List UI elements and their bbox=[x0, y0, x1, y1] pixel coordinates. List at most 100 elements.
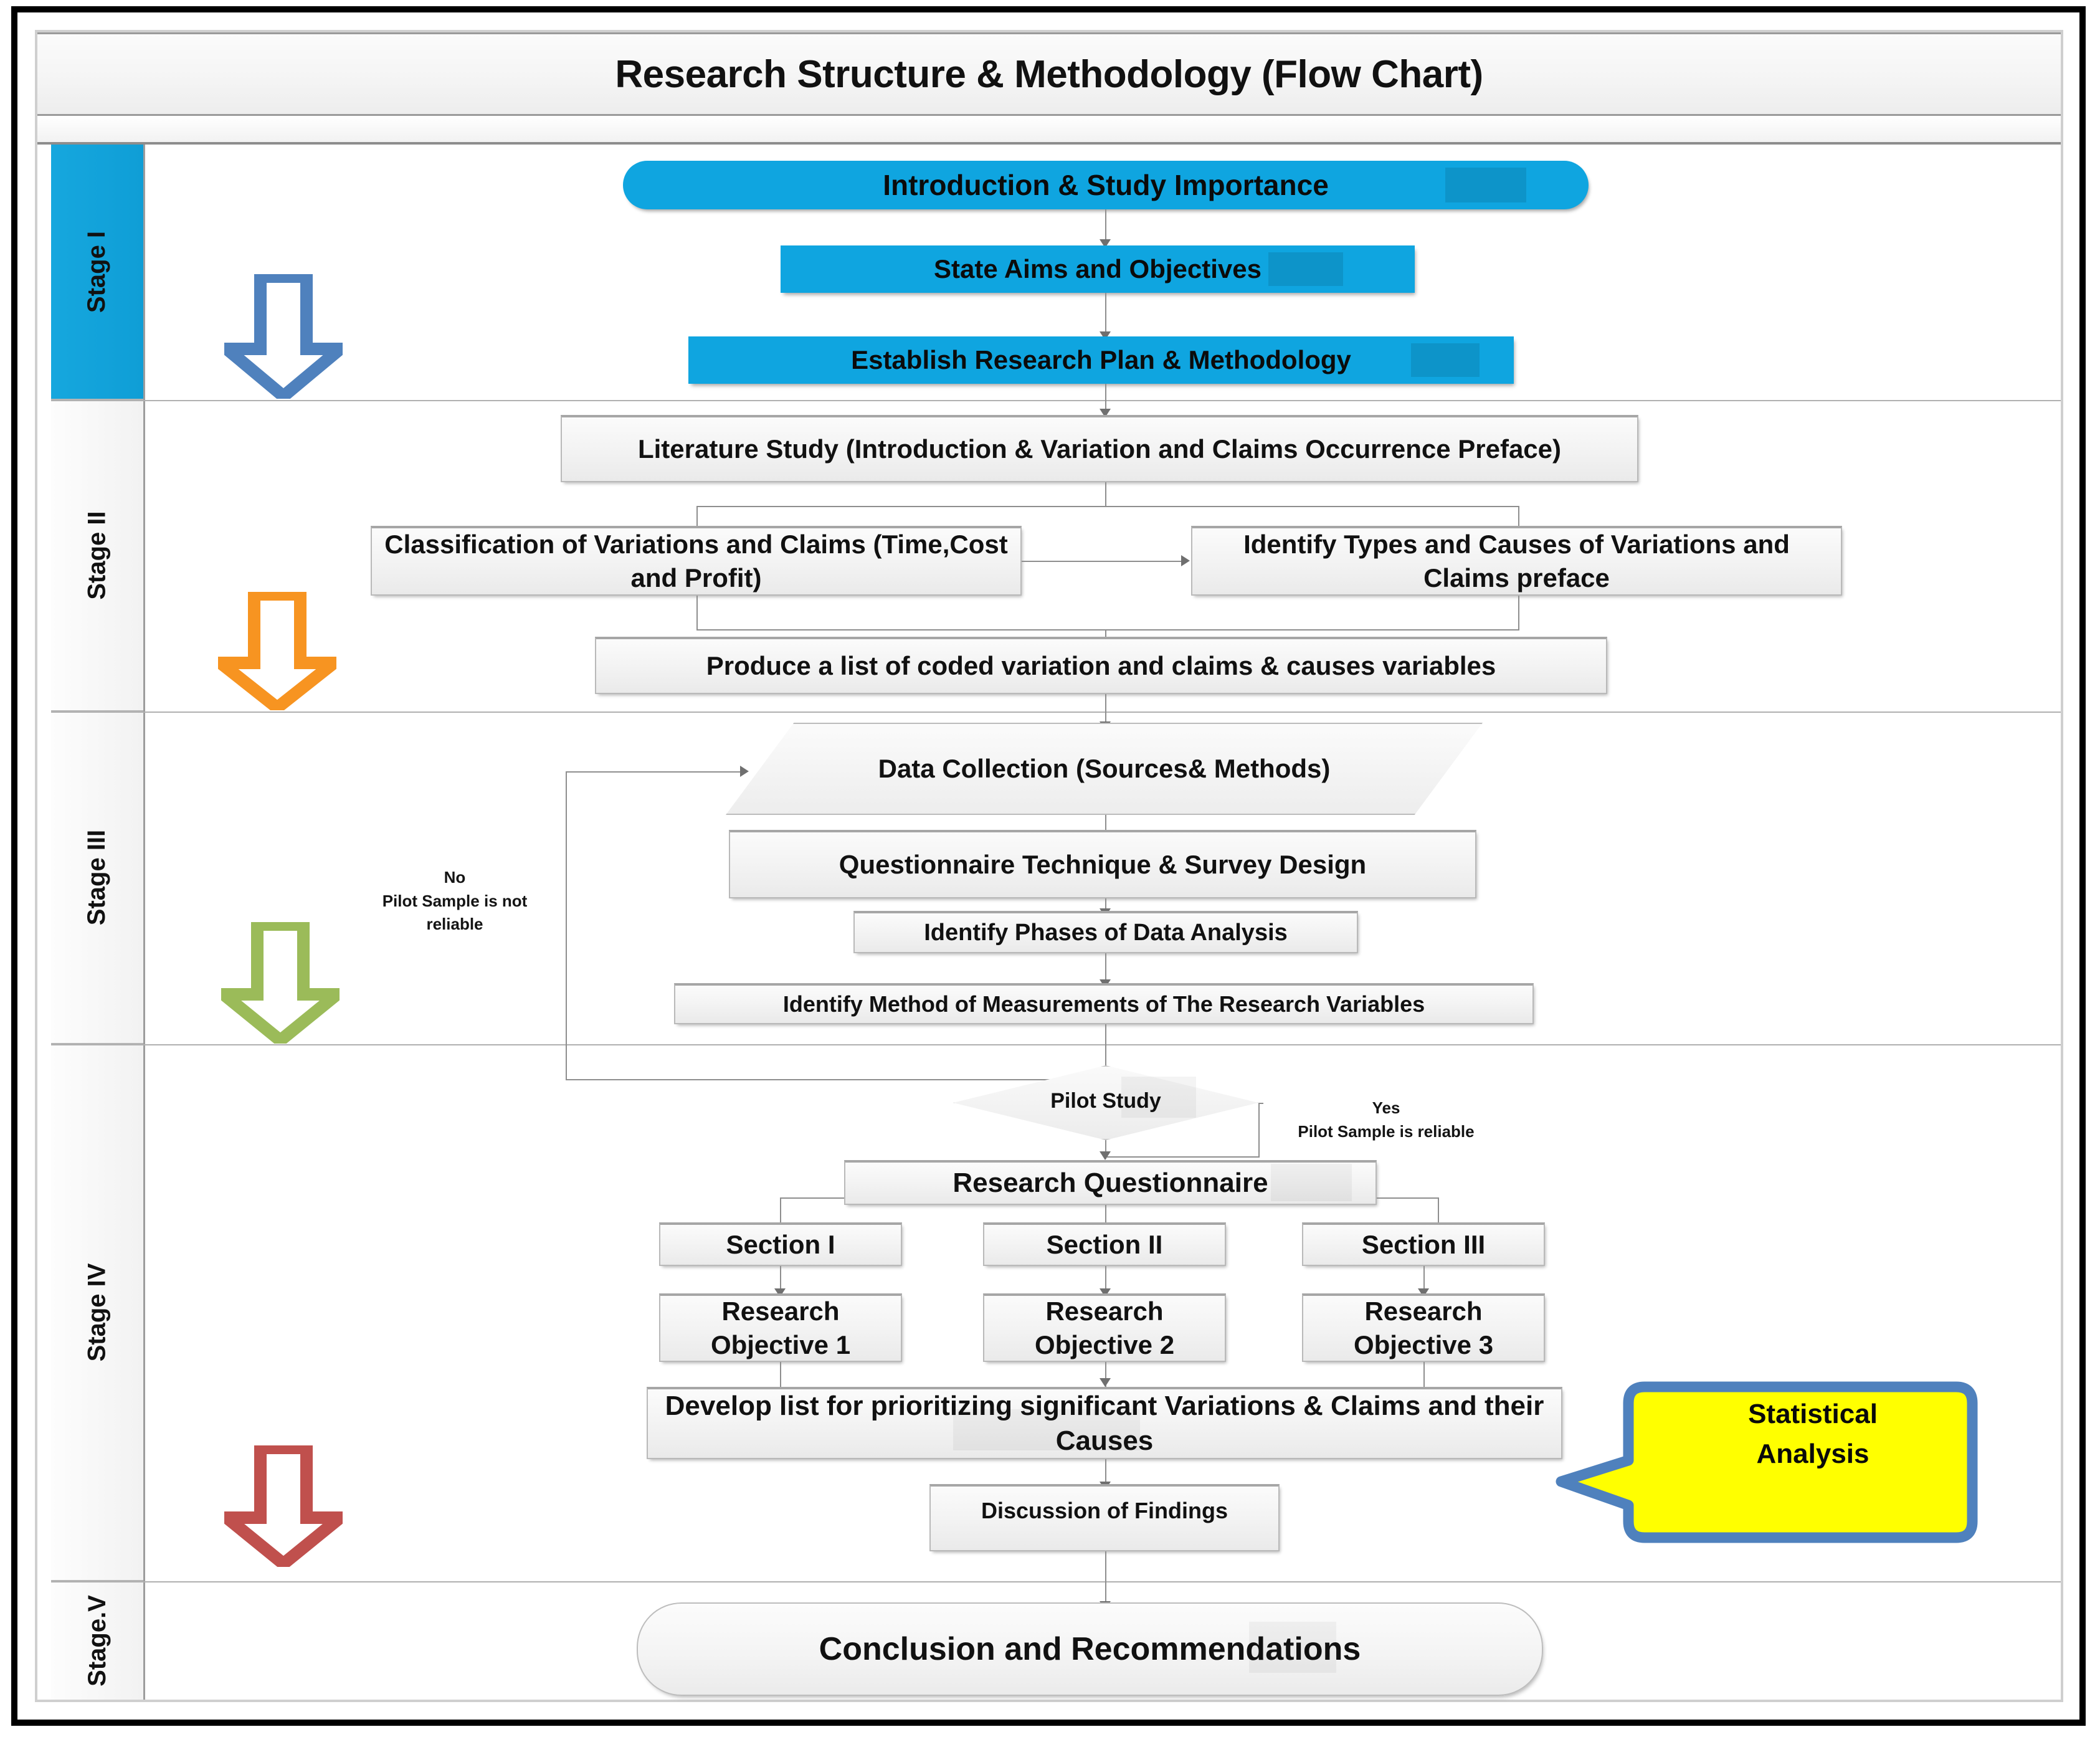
title-underband bbox=[37, 116, 2061, 145]
node-label: Research Questionnaire bbox=[953, 1167, 1268, 1198]
arrowhead-icon bbox=[740, 766, 749, 777]
node-data-collection[interactable]: Data Collection (Sources& Methods) bbox=[726, 723, 1483, 815]
stage-label-text: Stage III bbox=[83, 829, 111, 925]
stage-label-text: Stage I bbox=[83, 231, 111, 313]
node-label: Develop list for prioritizing significan… bbox=[665, 1390, 1544, 1456]
node-literature-study[interactable]: Literature Study (Introduction & Variati… bbox=[561, 415, 1638, 482]
node-label: Pilot Study bbox=[1050, 1089, 1161, 1113]
node-label: Literature Study (Introduction & Variati… bbox=[637, 434, 1562, 464]
connector-yes-down bbox=[1258, 1103, 1260, 1158]
connector-class-down bbox=[696, 596, 698, 631]
node-objective-3[interactable]: Research Objective 3 bbox=[1302, 1293, 1545, 1362]
node-label: Research Objective 1 bbox=[710, 1297, 851, 1359]
connector-coded-to-data bbox=[1105, 694, 1106, 724]
connector-lit-left-drop bbox=[696, 506, 698, 533]
node-discussion-of-findings[interactable]: Discussion of Findings bbox=[929, 1484, 1280, 1551]
stage-label-text: Stage IV bbox=[83, 1263, 111, 1361]
node-objective-2[interactable]: Research Objective 2 bbox=[983, 1293, 1226, 1362]
stage-label-text: Stage II bbox=[83, 510, 111, 600]
node-label: Introduction & Study Importance bbox=[883, 168, 1329, 201]
connector-aims-to-plan bbox=[1105, 293, 1106, 334]
node-label: Questionnaire Technique & Survey Design bbox=[839, 850, 1367, 880]
node-label: Identify Method of Measurements of The R… bbox=[782, 991, 1425, 1017]
stage-3-down-arrow-icon bbox=[221, 922, 340, 1044]
node-label: Identify Phases of Data Analysis bbox=[924, 919, 1288, 946]
connector-lit-down bbox=[1105, 482, 1106, 506]
connector-obj3-down bbox=[1423, 1362, 1425, 1388]
feedback-loop-left bbox=[566, 771, 567, 1079]
annotation-yes-branch: Yes Pilot Sample is reliable bbox=[1298, 1098, 1475, 1141]
node-label: Research Objective 2 bbox=[1034, 1297, 1175, 1359]
node-section-3[interactable]: Section III bbox=[1302, 1222, 1545, 1266]
node-identify-types[interactable]: Identify Types and Causes of Variations … bbox=[1191, 526, 1842, 596]
stage-4-down-arrow-icon bbox=[224, 1445, 343, 1567]
connector-sec2-to-obj2 bbox=[1105, 1266, 1106, 1292]
stage-1-down-arrow-icon bbox=[224, 274, 343, 399]
node-objective-1[interactable]: Research Objective 1 bbox=[659, 1293, 902, 1362]
node-conclusion[interactable]: Conclusion and Recommendations bbox=[637, 1602, 1543, 1696]
stage-label-stage-5: Stage.V bbox=[51, 1581, 143, 1700]
node-label: Produce a list of coded variation and cl… bbox=[706, 651, 1496, 681]
stage-2-down-arrow-icon bbox=[218, 592, 336, 710]
connector-yes-into-quest bbox=[1105, 1156, 1260, 1158]
node-classification[interactable]: Classification of Variations and Claims … bbox=[371, 526, 1022, 596]
connector-identify-down bbox=[1518, 596, 1519, 631]
feedback-loop-bottom bbox=[566, 1079, 1108, 1080]
arrowhead-icon bbox=[1181, 555, 1190, 566]
node-label: State Aims and Objectives bbox=[934, 254, 1261, 284]
stage-separator-2 bbox=[51, 711, 2061, 713]
node-label: Data Collection (Sources& Methods) bbox=[878, 754, 1331, 784]
connector-quest-right bbox=[1377, 1197, 1439, 1199]
connector-intro-to-aims bbox=[1105, 209, 1106, 242]
node-label: Section II bbox=[1046, 1230, 1163, 1260]
node-label: Conclusion and Recommendations bbox=[819, 1630, 1361, 1667]
connector-phases-to-measure bbox=[1105, 953, 1106, 982]
connector-quest-left bbox=[780, 1197, 844, 1199]
stage-separator-3 bbox=[51, 1044, 2061, 1045]
connector-sec1-to-obj1 bbox=[780, 1266, 781, 1292]
node-label: Discussion of Findings bbox=[981, 1498, 1228, 1523]
connector-lit-right-drop bbox=[1518, 506, 1519, 533]
node-identify-measurements[interactable]: Identify Method of Measurements of The R… bbox=[674, 983, 1534, 1024]
node-introduction[interactable]: Introduction & Study Importance bbox=[623, 161, 1589, 209]
arrowhead-icon bbox=[1100, 1151, 1111, 1160]
node-section-1[interactable]: Section I bbox=[659, 1222, 902, 1266]
node-label: Classification of Variations and Claims … bbox=[384, 530, 1008, 592]
annotation-no-branch: No Pilot Sample is not reliable bbox=[382, 868, 528, 934]
connector-yes-stub bbox=[1258, 1103, 1263, 1104]
node-coded-list[interactable]: Produce a list of coded variation and cl… bbox=[595, 637, 1607, 694]
node-label: Identify Types and Causes of Variations … bbox=[1243, 530, 1790, 592]
stage-label-stage-2: Stage II bbox=[51, 400, 143, 711]
node-questionnaire-technique[interactable]: Questionnaire Technique & Survey Design bbox=[729, 830, 1476, 898]
connector-obj1-down bbox=[780, 1362, 781, 1388]
node-identify-phases[interactable]: Identify Phases of Data Analysis bbox=[853, 911, 1358, 953]
chart-title-band: Research Structure & Methodology (Flow C… bbox=[37, 32, 2061, 116]
node-establish-plan[interactable]: Establish Research Plan & Methodology bbox=[688, 336, 1514, 384]
connector-pilot-down bbox=[1105, 1140, 1106, 1159]
stage-separator-1 bbox=[51, 400, 2061, 401]
feedback-loop-top bbox=[566, 771, 746, 773]
node-state-aims[interactable]: State Aims and Objectives bbox=[781, 245, 1415, 293]
connector-merge bbox=[696, 629, 1519, 631]
node-develop-list[interactable]: Develop list for prioritizing significan… bbox=[647, 1387, 1562, 1459]
connector-class-to-identify bbox=[1022, 561, 1184, 562]
node-label: Section I bbox=[726, 1230, 835, 1260]
stage-label-stage-4: Stage IV bbox=[51, 1044, 143, 1581]
connector-discussion-to-conclusion bbox=[1105, 1551, 1106, 1607]
node-research-questionnaire[interactable]: Research Questionnaire bbox=[844, 1160, 1377, 1205]
node-label: Section III bbox=[1361, 1230, 1486, 1260]
connector-develop-to-discussion bbox=[1105, 1459, 1106, 1485]
stage-separator-4 bbox=[51, 1581, 2061, 1582]
connector-measure-to-pilot bbox=[1105, 1024, 1106, 1077]
connector-quest-to-phases bbox=[1105, 898, 1106, 911]
node-label: Establish Research Plan & Methodology bbox=[851, 345, 1351, 375]
connector-plan-to-literature bbox=[1105, 384, 1106, 411]
stage-column-divider bbox=[143, 145, 145, 1700]
connector-lit-split bbox=[696, 506, 1519, 507]
arrowhead-icon bbox=[1100, 1378, 1111, 1387]
page-title: Research Structure & Methodology (Flow C… bbox=[615, 52, 1483, 96]
node-label: Research Objective 3 bbox=[1353, 1297, 1494, 1359]
statistical-analysis-callout[interactable]: Statistical Analysis bbox=[1551, 1373, 1981, 1566]
node-section-2[interactable]: Section II bbox=[983, 1222, 1226, 1266]
